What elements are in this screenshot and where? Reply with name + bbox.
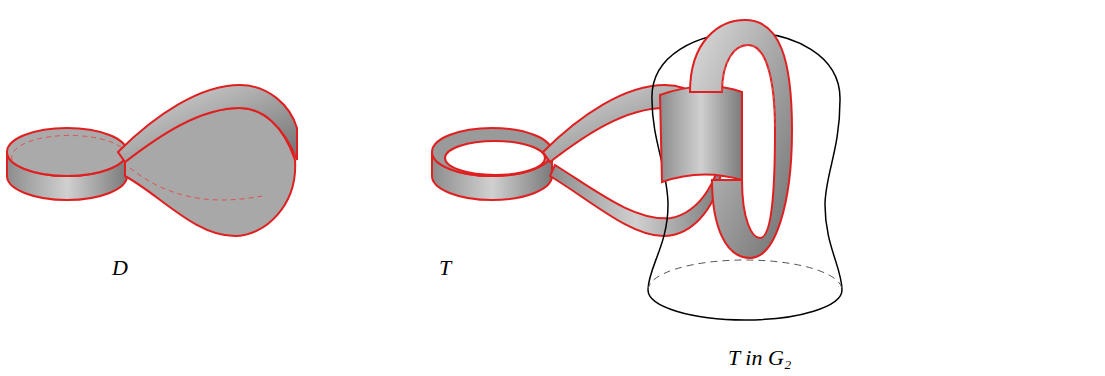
figure-label: T in G₂ [728, 345, 792, 371]
disk-figure [7, 85, 297, 236]
handlebody-figure [648, 20, 842, 320]
figure-label: T [439, 255, 451, 281]
figure-label: D [112, 255, 128, 281]
